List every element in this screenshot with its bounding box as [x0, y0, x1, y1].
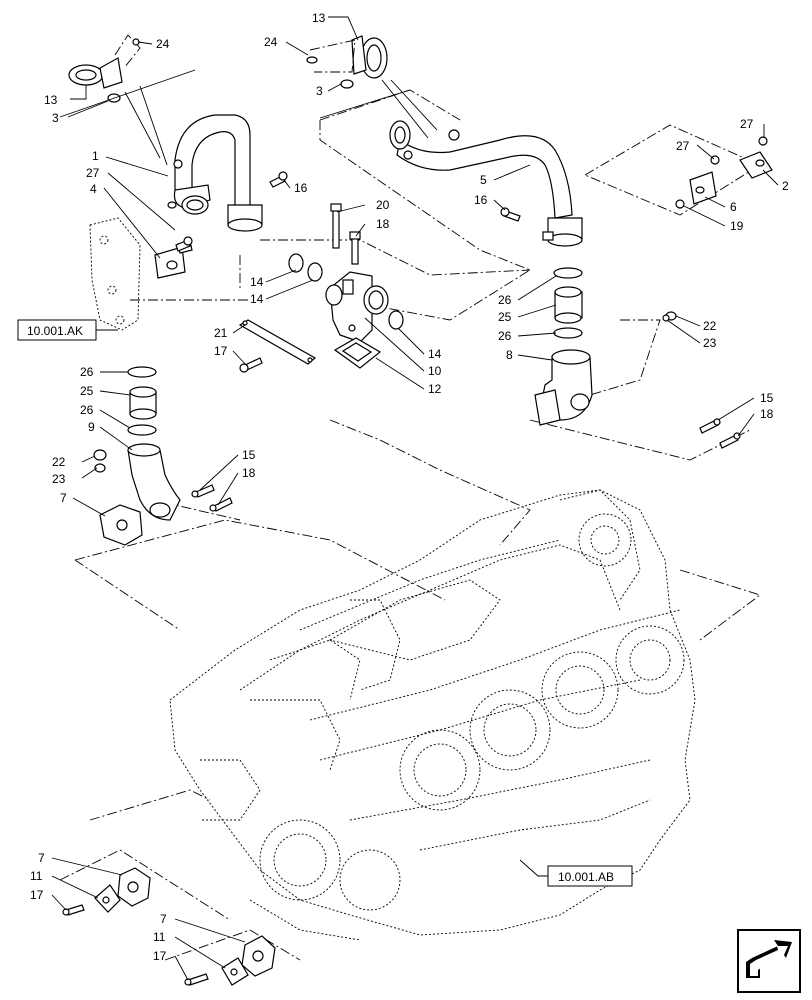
callout-10: 10	[428, 364, 442, 378]
callout-12: 12	[428, 382, 442, 396]
reference-label: 10.001.AB	[558, 870, 614, 884]
callout-6: 6	[730, 200, 737, 214]
callout-23: 23	[52, 472, 66, 486]
plug-left	[93, 449, 107, 473]
callout-13: 13	[44, 93, 58, 107]
bolt-18-right	[719, 432, 741, 449]
bolt-18-center	[349, 231, 361, 265]
callout-26: 26	[498, 293, 512, 307]
engine-block	[169, 489, 696, 941]
flange-7-left	[99, 504, 143, 546]
callout-26: 26	[80, 365, 94, 379]
callout-labels: 13 24 3 13 24 3 1 27 4 16 20 18 14 14 14…	[30, 11, 789, 963]
callout-27: 27	[740, 117, 754, 131]
flange-lower-2	[184, 935, 276, 986]
thermostat-housing	[325, 271, 389, 343]
callout-22: 22	[703, 319, 717, 333]
gasket-12	[333, 337, 382, 369]
callout-26: 26	[80, 403, 94, 417]
callout-18: 18	[242, 466, 256, 480]
callout-23: 23	[703, 336, 717, 350]
callout-17: 17	[153, 949, 167, 963]
bolt-27-left	[175, 236, 193, 252]
callout-14: 14	[250, 275, 264, 289]
clamp-top-left	[68, 34, 141, 103]
callout-25: 25	[80, 384, 94, 398]
pipe-assembly-left	[167, 114, 263, 232]
callout-17: 17	[30, 888, 44, 902]
bolt-18-left	[209, 497, 233, 512]
callout-25: 25	[498, 310, 512, 324]
callout-24: 24	[264, 35, 278, 49]
callout-15: 15	[242, 448, 256, 462]
callout-7: 7	[60, 491, 67, 505]
callout-14: 14	[428, 347, 442, 361]
flange-lower-1	[62, 867, 151, 916]
callout-11: 11	[30, 869, 43, 883]
bracket-right	[675, 136, 773, 209]
strap-21	[238, 319, 317, 365]
bolt-20	[330, 203, 342, 249]
reference-box-ak[interactable]: 10.001.AK	[17, 319, 118, 341]
callout-2: 2	[782, 179, 789, 193]
callout-16: 16	[474, 193, 488, 207]
leader-lines	[51, 16, 779, 981]
callout-21: 21	[214, 326, 228, 340]
callout-15: 15	[760, 391, 774, 405]
callout-16: 16	[294, 181, 308, 195]
alignment-lines	[59, 89, 761, 961]
callout-24: 24	[156, 37, 170, 51]
callout-27: 27	[676, 139, 690, 153]
callout-14: 14	[250, 292, 264, 306]
arrow-corner-icon[interactable]	[737, 929, 801, 993]
pipe-assembly-right	[389, 120, 583, 247]
callout-22: 22	[52, 455, 66, 469]
callout-20: 20	[376, 198, 390, 212]
callout-18: 18	[760, 407, 774, 421]
bolt-16-left	[269, 171, 288, 188]
callout-9: 9	[88, 420, 95, 434]
callout-26: 26	[498, 329, 512, 343]
gasket-plate-left	[89, 217, 141, 331]
bolt-15-right	[699, 418, 721, 434]
callout-11: 11	[153, 930, 166, 944]
callout-7: 7	[38, 851, 45, 865]
callout-19: 19	[730, 219, 744, 233]
callout-1: 1	[92, 149, 99, 163]
bolt-16-right	[500, 207, 521, 222]
reference-box-ab[interactable]: 10.001.AB	[547, 865, 633, 887]
clamp-top-center	[306, 35, 388, 89]
callout-17: 17	[214, 344, 228, 358]
callout-27: 27	[86, 166, 100, 180]
bolt-17-center	[239, 357, 263, 373]
plug-right	[662, 311, 677, 322]
callout-4: 4	[90, 182, 97, 196]
callout-18: 18	[376, 217, 390, 231]
seal-stack-left	[127, 366, 181, 521]
callout-7: 7	[160, 912, 167, 926]
bolt-15-left	[191, 484, 215, 498]
o-rings-14	[288, 253, 404, 330]
reference-label: 10.001.AK	[27, 324, 83, 338]
callout-8: 8	[506, 348, 513, 362]
callout-13: 13	[312, 11, 326, 25]
seal-stack-right	[534, 267, 593, 426]
callout-3: 3	[52, 111, 59, 125]
callout-5: 5	[480, 173, 487, 187]
callout-3: 3	[316, 84, 323, 98]
